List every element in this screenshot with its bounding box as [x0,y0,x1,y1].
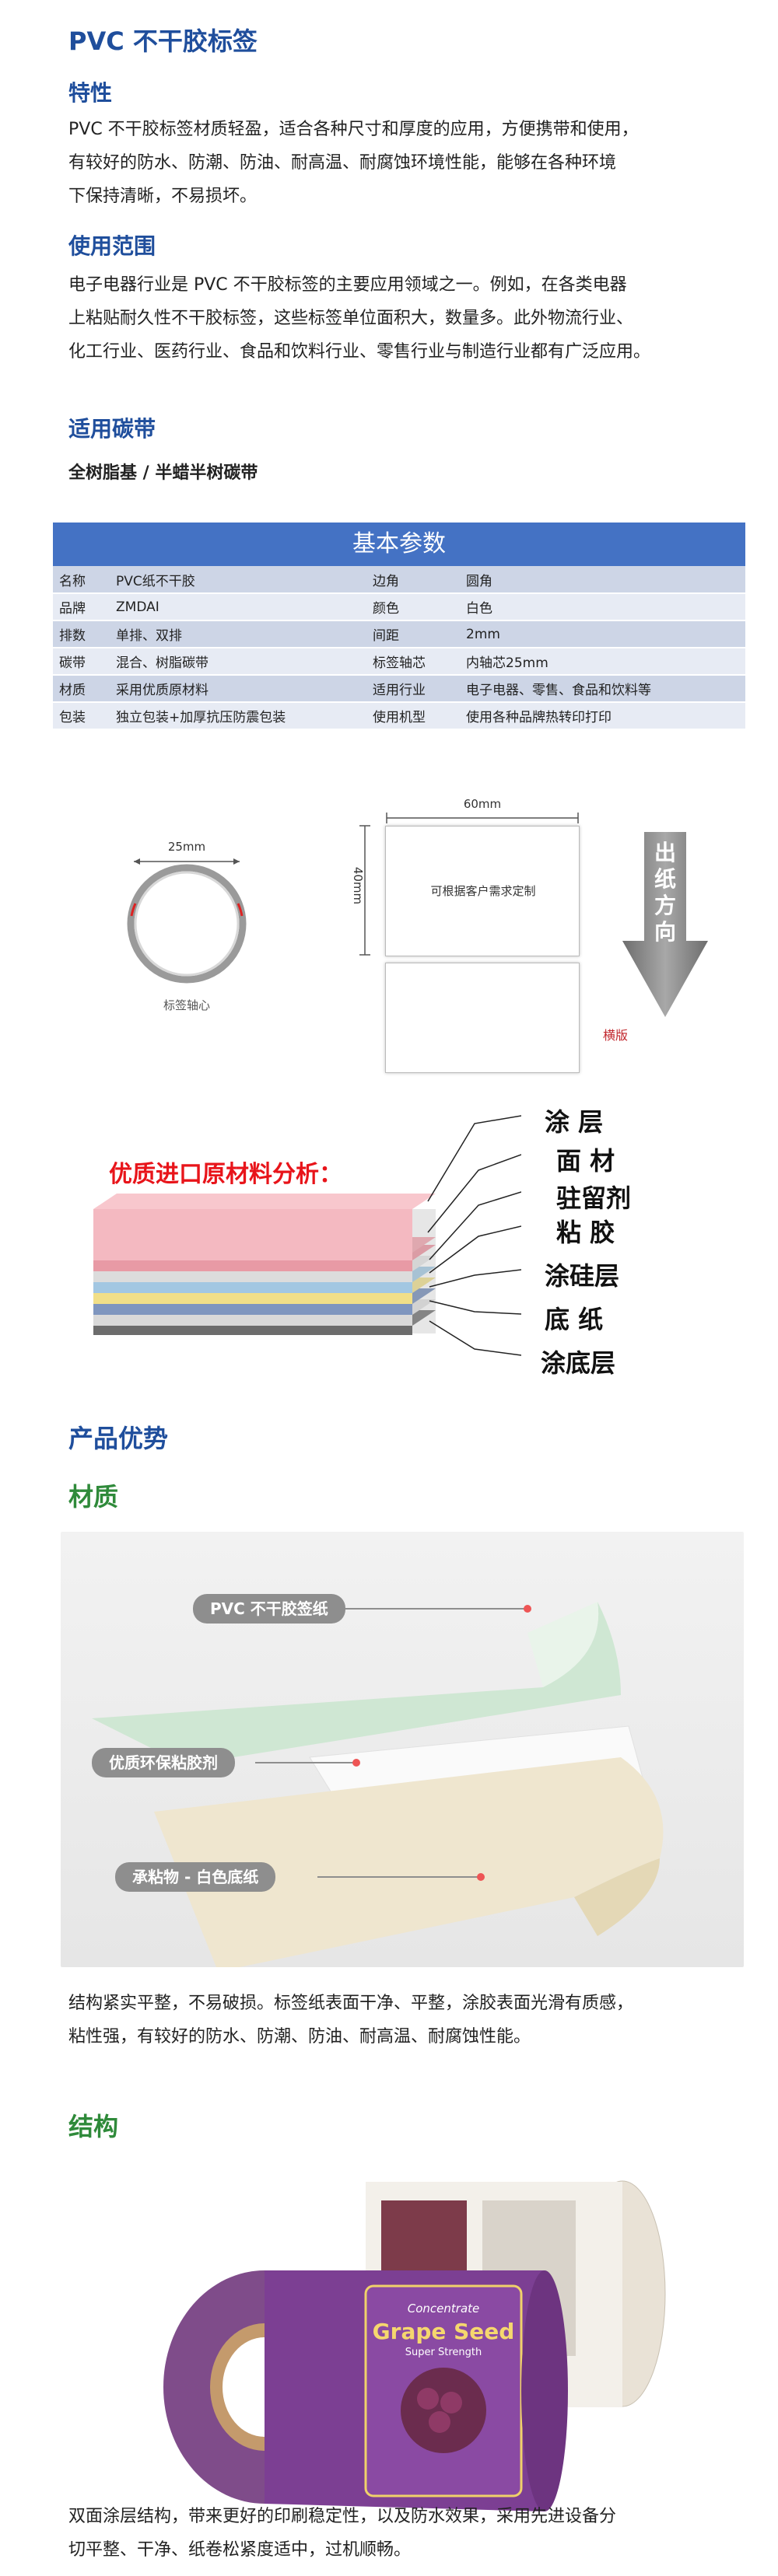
param-value: 采用优质原材料 [110,675,366,703]
scope-line: 上粘贴耐久性不干胶标签，这些标签单位面积大，数量多。此外物流行业、 [68,309,634,328]
core-ring-icon [127,858,247,984]
material-line: 粘性强，有较好的防水、防潮、防油、耐高温、耐腐蚀性能。 [68,2027,531,2046]
features-line: PVC 不干胶标签材质轻盈，适合各种尺寸和厚度的应用，方便携带和使用， [68,120,639,139]
structure-line: 双面涂层结构，带来更好的印刷稳定性，以及防水效果，采用先进设备分 [68,2507,617,2526]
param-value: 2mm [460,620,745,648]
param-key: 使用机型 [366,702,460,730]
label-sample-2 [385,963,580,1073]
callout-leader-lines [255,1605,531,1881]
features-line: 有较好的防水、防潮、防油、耐高温、耐腐蚀环境性能，能够在各种环境 [68,153,617,173]
structure-text: 双面涂层结构，带来更好的印刷稳定性，以及防水效果，采用先进设备分 切平整、干净、… [68,2500,753,2567]
orientation-label: 横版 [603,1028,629,1043]
core-dimension: 25mm [117,840,257,854]
table-row: 品牌 ZMDAI 颜色 白色 [53,593,745,621]
direction-char: 方 [654,893,676,918]
advantages-heading: 产品优势 [68,1424,169,1453]
param-value: 单排、双排 [110,620,366,648]
param-value: 独立包装+加厚抗压防震包装 [110,702,366,730]
label-text-grape-seed: Grape Seed [372,2319,515,2344]
direction-char: 出 [654,840,676,865]
label-text-concentrate: Concentrate [407,2302,480,2316]
param-key: 颜色 [366,593,460,621]
layer-label: 底 纸 [545,1305,604,1334]
table-row: 碳带 混合、树脂碳带 标签轴芯 内轴芯25mm [53,648,745,676]
param-key: 适用行业 [366,675,460,703]
param-key: 名称 [53,566,110,594]
width-dim-label: 60mm [463,797,502,811]
layer-label: 涂硅层 [545,1261,620,1291]
analysis-title: 优质进口原材料分析： [109,1161,342,1188]
param-value: 电子电器、零售、食品和饮料等 [460,675,745,703]
scope-heading: 使用范围 [68,233,156,259]
param-value: PVC纸不干胶 [110,566,366,594]
features-text: PVC 不干胶标签材质轻盈，适合各种尺寸和厚度的应用，方便携带和使用， 有较好的… [68,113,753,213]
layer-label: 涂底层 [541,1348,616,1378]
page-title: PVC 不干胶标签 [68,26,258,56]
layer-label: 粘 胶 [556,1218,615,1247]
material-sheets-illustration [92,1602,664,1967]
core-label: 标签轴心 [163,998,210,1012]
param-value: 使用各种品牌热转印打印 [460,702,745,730]
direction-char: 向 [654,919,676,945]
scope-line: 电子电器行业是 PVC 不干胶标签的主要应用领域之一。例如，在各类电器 [68,275,627,295]
scope-text: 电子电器行业是 PVC 不干胶标签的主要应用领域之一。例如，在各类电器 上粘贴耐… [68,268,753,369]
material-line: 结构紧实平整，不易破损。标签纸表面干净、平整，涂胶表面光滑有质感， [68,1994,634,2013]
table-row: 包装 独立包装+加厚抗压防震包装 使用机型 使用各种品牌热转印打印 [53,702,745,730]
ribbon-text: 全树脂基 / 半蜡半树碳带 [68,463,258,483]
param-key: 碳带 [53,648,110,676]
param-value: 白色 [460,593,745,621]
structure-line: 切平整、干净、纸卷松紧度适中，过机顺畅。 [68,2540,412,2560]
label-roll-photo: Concentrate Grape Seed Super Strength [109,2154,700,2527]
params-table: 名称 PVC纸不干胶 边角 圆角 品牌 ZMDAI 颜色 白色 排数 单排、双排… [53,566,745,730]
param-value: ZMDAI [110,593,366,621]
material-layers-photo: PVC 不干胶签纸 优质环保粘胶剂 承粘物 - 白色底纸 [61,1532,744,1967]
param-key: 品牌 [53,593,110,621]
param-key: 排数 [53,620,110,648]
param-key: 标签轴芯 [366,648,460,676]
structure-heading: 结构 [68,2112,119,2141]
callout-adhesive: 优质环保粘胶剂 [92,1748,235,1777]
width-dim-arrow-icon [386,813,579,823]
table-row: 名称 PVC纸不干胶 边角 圆角 [53,566,745,594]
label-text-strength: Super Strength [405,2347,482,2358]
param-key: 包装 [53,702,110,730]
custom-text: 可根据客户需求定制 [430,884,536,898]
label-roll-illustration [163,2180,666,2511]
param-value: 圆角 [460,566,745,594]
features-heading: 特性 [68,80,113,106]
height-dim-label: 40mm [351,866,365,905]
table-row: 排数 单排、双排 间距 2mm [53,620,745,648]
callout-backing: 承粘物 - 白色底纸 [115,1862,276,1892]
material-text: 结构紧实平整，不易破损。标签纸表面干净、平整，涂胶表面光滑有质感， 粘性强，有较… [68,1987,753,2053]
direction-char: 纸 [654,866,676,892]
param-key: 材质 [53,675,110,703]
layer-label: 驻留剂 [556,1183,632,1213]
paper-direction-label: 出 纸 方 向 [650,840,681,945]
material-heading: 材质 [68,1482,119,1512]
core-dim-label: 25mm [167,840,206,854]
features-line: 下保持清晰，不易损坏。 [68,187,258,206]
param-key: 边角 [366,566,460,594]
param-value: 混合、树脂碳带 [110,648,366,676]
ribbon-heading: 适用碳带 [68,416,156,442]
params-title: 基本参数 [53,523,745,566]
table-row: 材质 采用优质原材料 适用行业 电子电器、零售、食品和饮料等 [53,675,745,703]
paper-direction-arrow-icon [622,832,708,1017]
height-dim-arrow-icon [359,825,370,956]
param-key: 间距 [366,620,460,648]
layer-stack-diagram [93,1115,521,1356]
callout-pvc: PVC 不干胶签纸 [193,1594,345,1624]
label-sample-1: 可根据客户需求定制 [385,826,580,956]
scope-line: 化工行业、医药行业、食品和饮料行业、零售行业与制造行业都有广泛应用。 [68,342,651,362]
layer-label: 涂 层 [545,1107,604,1137]
layer-label: 面 材 [556,1146,615,1176]
param-value: 内轴芯25mm [460,648,745,676]
